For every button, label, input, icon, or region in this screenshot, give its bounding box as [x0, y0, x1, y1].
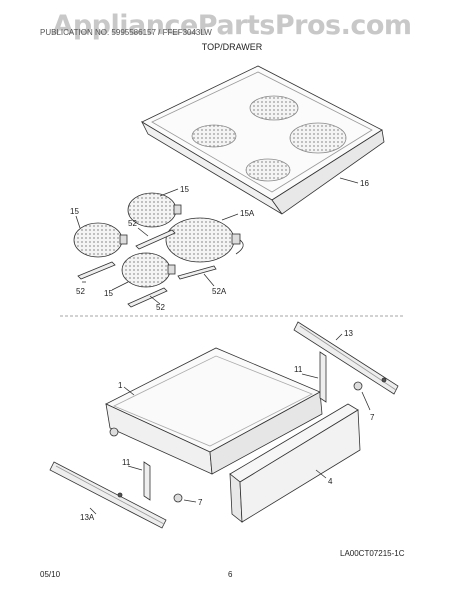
surface-element-left	[73, 215, 128, 258]
callout-cooktop: 16	[360, 179, 369, 188]
callout-roller-right: 7	[370, 413, 375, 422]
footer-date: 05/10	[40, 570, 61, 579]
bracket-mid	[135, 227, 176, 250]
page-number: 6	[228, 570, 233, 579]
callout-stop-right: 11	[294, 365, 303, 374]
callout-drawer-front: 4	[328, 477, 333, 486]
callout-element-front: 15	[104, 289, 113, 298]
surface-element-top	[127, 188, 182, 228]
diagram-code: LA00CT07215-1C	[340, 549, 405, 558]
callout-element-large: 15A	[240, 209, 255, 218]
callout-bracket-left: 52	[76, 287, 85, 296]
watermark: AppliancePartsPros.com	[52, 10, 412, 41]
callout-element-left: 15	[70, 207, 79, 216]
rail-right	[293, 321, 399, 395]
cooktop-glass	[141, 65, 385, 215]
callout-stop-left: 11	[122, 458, 131, 467]
model-header: PUBLICATION NO. 5995586157 / FFEF3043LW	[40, 28, 212, 37]
roller-right	[353, 381, 371, 411]
bracket-right	[177, 265, 217, 287]
callout-rail-right: 13	[344, 329, 353, 338]
callout-drawer: 1	[118, 381, 123, 390]
callout-rail-left: 13A	[80, 513, 95, 522]
callout-roller-left: 7	[198, 498, 203, 507]
bracket-left	[77, 261, 116, 283]
rail-left	[49, 461, 167, 529]
drawer-stop-left	[127, 461, 151, 501]
surface-element-large	[165, 213, 244, 263]
callout-bracket-right: 52A	[212, 287, 227, 296]
callout-element-top: 15	[180, 185, 189, 194]
callout-bracket-mid: 52	[128, 219, 137, 228]
callout-bracket-front: 52	[156, 303, 165, 312]
surface-element-front	[111, 252, 176, 291]
section-title: TOP/DRAWER	[201, 42, 263, 52]
drawer-body	[105, 347, 323, 475]
drawer-front-panel	[229, 403, 361, 523]
drawer-stop-right	[301, 351, 327, 403]
roller-left	[173, 493, 197, 503]
bracket-front	[127, 287, 168, 308]
